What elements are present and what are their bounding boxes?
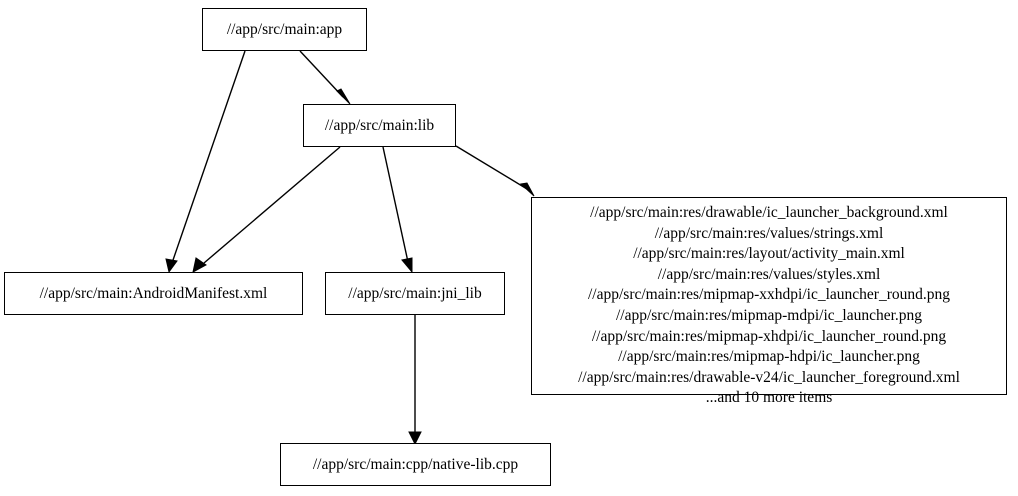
arrowhead-icon	[336, 88, 351, 105]
edge-line	[203, 146, 341, 264]
arrowhead-icon	[192, 257, 207, 273]
arrowhead-icon	[408, 431, 422, 446]
edge-jni-lib-to-native-lib	[408, 315, 422, 446]
res-bundle-more-items-label: ...and 10 more items	[705, 389, 833, 407]
res-bundle-line-7: //app/src/main:res/mipmap-xhdpi/ic_launc…	[591, 327, 947, 345]
node-native-lib-cpp[interactable]: //app/src/main:cpp/native-lib.cpp	[280, 443, 551, 486]
arrowhead-icon	[165, 258, 178, 274]
res-bundle-line-3: //app/src/main:res/layout/activity_main.…	[633, 245, 905, 263]
node-jni-lib[interactable]: //app/src/main:jni_lib	[325, 272, 505, 315]
node-android-manifest-label: //app/src/main:AndroidManifest.xml	[39, 284, 268, 302]
res-bundle-line-2: //app/src/main:res/values/strings.xml	[654, 224, 884, 242]
res-bundle-line-6: //app/src/main:res/mipmap-mdpi/ic_launch…	[615, 306, 923, 324]
node-lib-label: //app/src/main:lib	[324, 116, 435, 134]
edge-line	[171, 50, 246, 264]
res-bundle-line-8: //app/src/main:res/mipmap-hdpi/ic_launch…	[618, 348, 920, 366]
res-bundle-line-1: //app/src/main:res/drawable/ic_launcher_…	[590, 204, 948, 221]
arrowhead-icon	[401, 257, 413, 274]
edge-line	[382, 146, 409, 263]
edge-line	[299, 50, 344, 98]
edge-lib-to-jni-lib	[382, 146, 413, 274]
edge-lib-to-res-bundle	[455, 145, 535, 197]
node-lib[interactable]: //app/src/main:lib	[303, 104, 456, 147]
res-bundle-line-5: //app/src/main:res/mipmap-xxhdpi/ic_laun…	[587, 286, 950, 304]
node-app[interactable]: //app/src/main:app	[202, 8, 367, 51]
res-bundle-line-4: //app/src/main:res/values/styles.xml	[657, 265, 881, 283]
node-res-bundle[interactable]: //app/src/main:res/drawable/ic_launcher_…	[531, 197, 1007, 406]
node-native-lib-cpp-label: //app/src/main:cpp/native-lib.cpp	[312, 455, 519, 473]
arrowhead-icon	[519, 182, 535, 197]
edge-app-to-manifest	[165, 50, 246, 274]
edge-lib-to-manifest	[192, 146, 341, 273]
node-app-label: //app/src/main:app	[226, 20, 343, 38]
node-jni-lib-label: //app/src/main:jni_lib	[348, 284, 482, 302]
res-bundle-line-9: //app/src/main:res/drawable-v24/ic_launc…	[578, 368, 960, 386]
node-android-manifest[interactable]: //app/src/main:AndroidManifest.xml	[4, 272, 303, 315]
edge-line	[455, 145, 528, 190]
edge-app-to-lib	[299, 50, 351, 105]
